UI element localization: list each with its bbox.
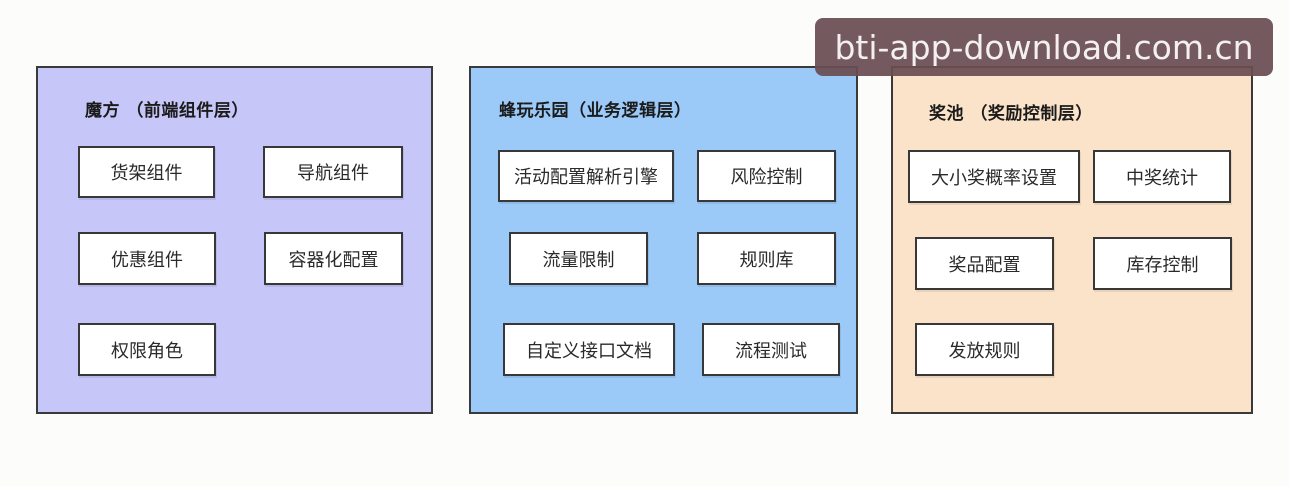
- component-box: 优惠组件: [78, 232, 216, 285]
- component-box: 奖品配置: [915, 237, 1054, 290]
- panel-frontend-components: 魔方 （前端组件层） 货架组件 导航组件 优惠组件 容器化配置 权限角色: [36, 66, 433, 414]
- panel-reward-control: 奖池 （奖励控制层） 大小奖概率设置 中奖统计 奖品配置 库存控制 发放规则: [891, 66, 1253, 414]
- component-box: 容器化配置: [264, 232, 403, 285]
- component-box: 活动配置解析引擎: [498, 150, 674, 202]
- component-box: 风险控制: [697, 150, 836, 202]
- component-box: 货架组件: [78, 146, 215, 198]
- component-box: 导航组件: [263, 146, 403, 198]
- component-box: 权限角色: [78, 323, 216, 376]
- component-box: 中奖统计: [1093, 150, 1231, 203]
- component-box: 流程测试: [702, 323, 840, 376]
- component-box: 大小奖概率设置: [908, 150, 1080, 203]
- panel-business-logic: 蜂玩乐园（业务逻辑层） 活动配置解析引擎 风险控制 流量限制 规则库 自定义接口…: [469, 66, 858, 414]
- component-box: 库存控制: [1093, 237, 1232, 290]
- component-box: 自定义接口文档: [503, 323, 675, 376]
- component-box: 发放规则: [915, 323, 1054, 376]
- panel-title: 魔方 （前端组件层）: [85, 101, 249, 121]
- component-box: 流量限制: [509, 232, 648, 285]
- watermark: bti-app-download.com.cn: [815, 18, 1273, 76]
- panel-title: 蜂玩乐园（业务逻辑层）: [499, 101, 692, 121]
- panel-title: 奖池 （奖励控制层）: [929, 104, 1093, 124]
- component-box: 规则库: [697, 232, 836, 285]
